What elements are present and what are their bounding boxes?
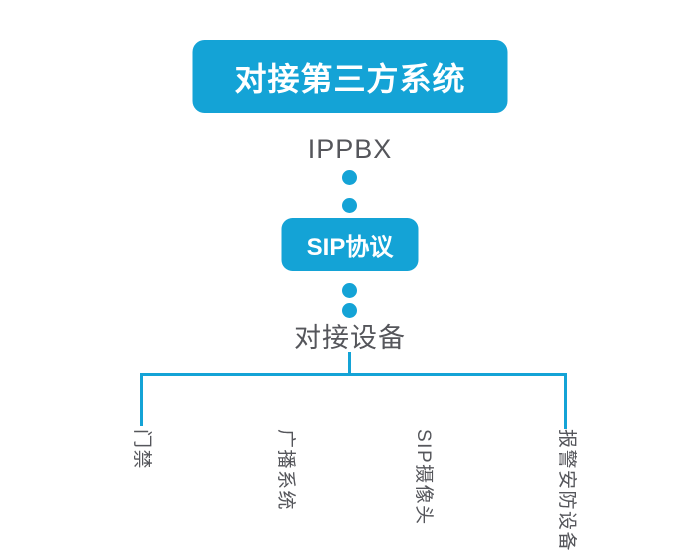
sip-protocol-label: SIP协议	[306, 234, 394, 261]
third-party-system-label: 对接第三方系统	[234, 60, 466, 97]
tree-horizontal-line	[140, 373, 567, 376]
branch-label-sip-camera: SIP摄像头	[413, 429, 434, 526]
branch-label-door-access: 门禁	[131, 429, 152, 471]
devices-header-label: 对接设备	[294, 323, 406, 353]
tree-left-drop-line	[140, 373, 143, 426]
tree-stem-line	[348, 352, 351, 375]
branch-label-broadcast-system: 广播系统	[275, 429, 296, 512]
third-party-system-box: 对接第三方系统	[192, 40, 508, 113]
tree-right-drop-line	[564, 373, 567, 429]
ippbx-label: IPPBX	[307, 134, 393, 164]
connector-dot	[342, 283, 357, 298]
connector-dot	[342, 170, 357, 185]
branch-label-alarm-security: 报警安防设备	[556, 429, 577, 550]
sip-protocol-box: SIP协议	[281, 218, 419, 271]
connector-dot	[342, 198, 357, 213]
connector-dot	[342, 303, 357, 318]
